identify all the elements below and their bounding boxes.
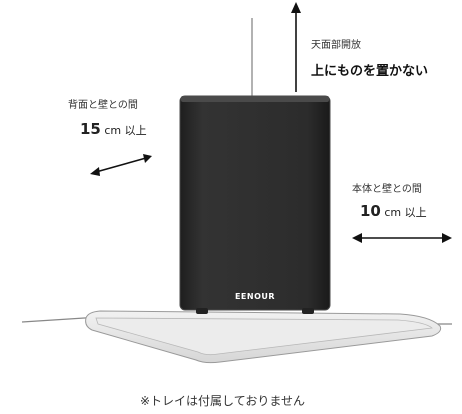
side-clearance-unit: cm 以上 [384, 206, 427, 219]
side-clearance-value: 10 [360, 202, 381, 220]
back-clearance: 15 cm 以上 [80, 120, 147, 138]
dehumidifier-body: EENOUR [179, 95, 331, 314]
device-brand-logo: EENOUR [235, 292, 275, 301]
side-caption: 本体と壁との間 [352, 184, 422, 195]
tray-footnote: ※トレイは付属しておりません [140, 394, 305, 408]
side-clearance-arrow [352, 233, 452, 243]
back-clearance-arrow [90, 154, 152, 176]
side-clearance: 10 cm 以上 [360, 202, 427, 220]
top-note: 上にものを置かない [311, 64, 429, 79]
back-caption: 背面と壁との間 [68, 100, 138, 111]
top-caption: 天面部開放 [311, 40, 361, 51]
back-clearance-value: 15 [80, 120, 101, 138]
device-foot-right [302, 308, 314, 314]
top-clearance-arrow [291, 2, 301, 92]
device-foot-left [196, 308, 208, 314]
back-clearance-unit: cm 以上 [104, 124, 147, 137]
tray [85, 310, 442, 364]
